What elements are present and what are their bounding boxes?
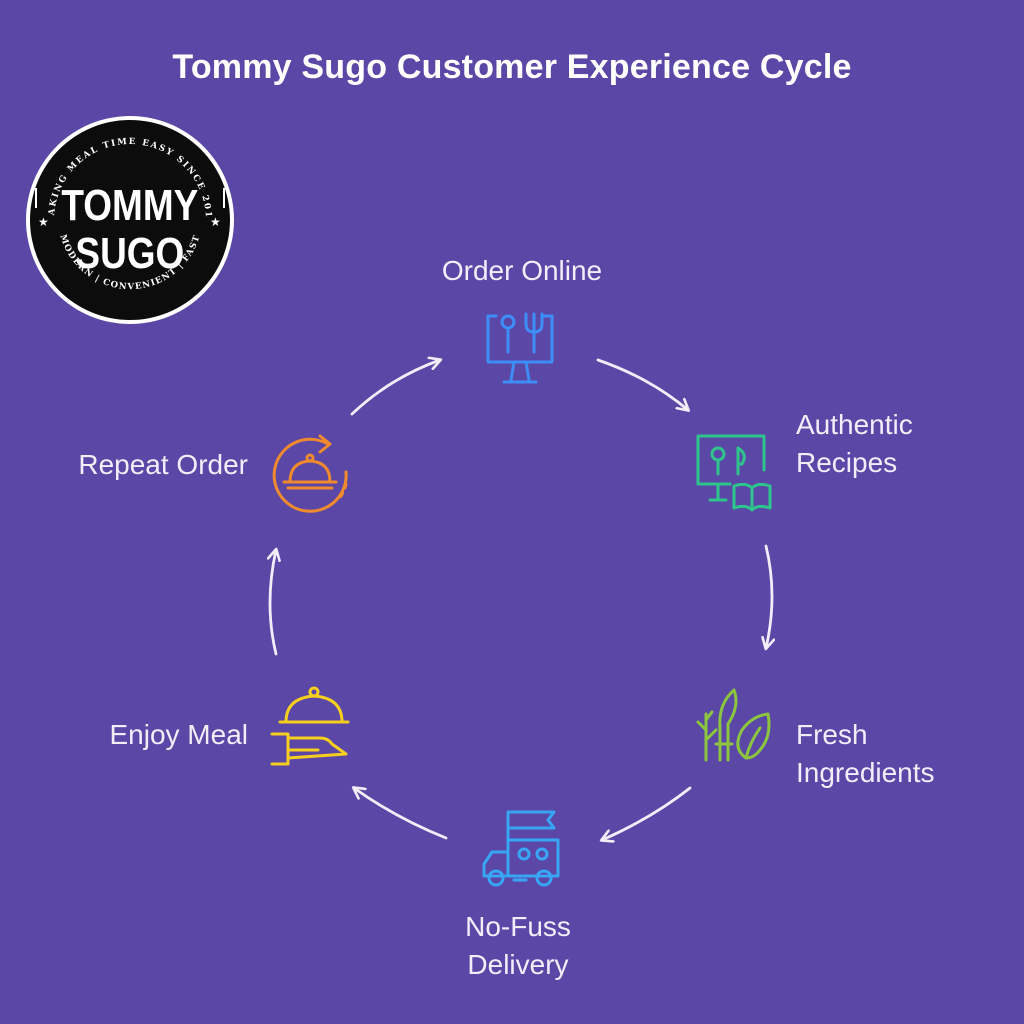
step-label-no-fuss-delivery: No-Fuss Delivery xyxy=(465,911,571,980)
step-label-authentic-recipes: Authentic Recipes xyxy=(796,409,913,478)
step-label-order-online: Order Online xyxy=(441,255,603,286)
herbs-leaf-icon xyxy=(692,684,778,770)
tommy-sugo-logo: MAKING MEAL TIME EASY SINCE 2014 MODERN … xyxy=(18,107,236,326)
arrow-enjoy-to-repeat xyxy=(270,550,276,656)
arrow-ingredients-to-delivery xyxy=(602,786,692,840)
logo-line1: TOMMY xyxy=(61,180,198,230)
step-label-enjoy-meal: Enjoy Meal xyxy=(109,719,248,750)
monitor-utensils-icon xyxy=(478,306,562,390)
logo-star-right-icon: ★ xyxy=(210,215,221,229)
serving-cloche-hand-icon xyxy=(266,682,356,772)
delivery-truck-icon xyxy=(478,806,566,894)
step-label-fresh-ingredients: Fresh Ingredients xyxy=(796,719,935,788)
step-label-repeat-order: Repeat Order xyxy=(78,449,248,480)
arrow-order-to-recipes xyxy=(596,358,688,410)
cloche-refresh-icon xyxy=(266,430,356,520)
recipe-screen-book-icon xyxy=(690,428,780,518)
diagram-title: Tommy Sugo Customer Experience Cycle xyxy=(172,48,852,86)
arrow-repeat-to-order xyxy=(350,360,440,416)
logo-line2: SUGO xyxy=(75,228,184,278)
logo-star-left-icon: ★ xyxy=(38,215,49,229)
arrow-delivery-to-enjoy xyxy=(354,788,448,840)
arrow-recipes-to-ingredients xyxy=(766,544,772,648)
